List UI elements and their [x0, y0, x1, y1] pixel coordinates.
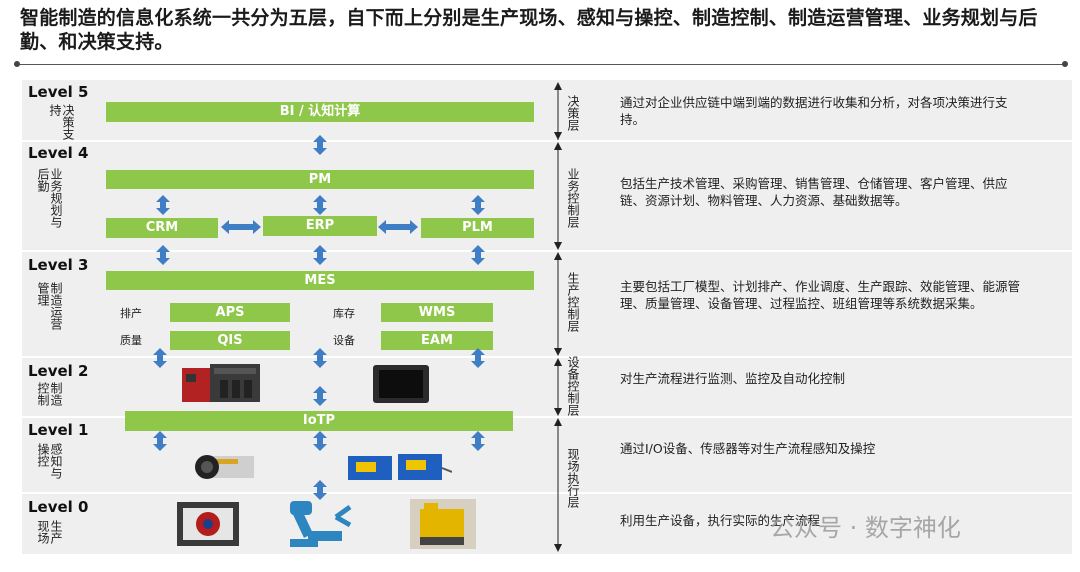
pm-bar: PM [106, 170, 534, 189]
industrial-camera-icon [195, 455, 254, 479]
level4-label: Level 4 [28, 144, 89, 162]
robot-arm-icon [290, 501, 352, 547]
iotp-bar: IoTP [125, 411, 513, 431]
paichan-label: 排产 [120, 307, 142, 320]
arrow-pm-erp [313, 195, 327, 215]
level4-cn-label: 业务规划与后勤 [36, 168, 63, 228]
agv-vehicle-icon [410, 499, 476, 549]
bi-bar: BI / 认知计算 [106, 102, 534, 122]
qis-bar: QIS [170, 331, 290, 350]
machine-tool-icon [177, 502, 239, 546]
divider-dot-left [14, 61, 20, 67]
level2-label: Level 2 [28, 362, 89, 380]
arrow-plm-mes [471, 245, 485, 265]
layer-label-field: 现场执行层 [566, 448, 580, 508]
arrow-iotp-l1-right [471, 431, 485, 451]
arrow-mes-l2-right [471, 348, 485, 368]
level5-label: Level 5 [28, 83, 89, 101]
title-divider [14, 64, 1066, 65]
zhiliang-label: 质量 [120, 334, 142, 347]
mes-bar: MES [106, 271, 534, 290]
hmi-screen-icon [373, 365, 429, 403]
level1-cn-label: 感知与操控 [36, 443, 63, 479]
aps-bar: APS [170, 303, 290, 322]
level1-label: Level 1 [28, 421, 89, 439]
arrow-pm-plm [471, 195, 485, 215]
level2-cn-label: 制造控制 [36, 382, 63, 406]
arrow-bi-pm [313, 135, 327, 155]
level5-desc: 通过对企业供应链中端到端的数据进行收集和分析，对各项决策进行支持。 [620, 95, 1008, 127]
level5-cn-label: 决策支持 [48, 104, 75, 140]
arrow-l2-iotp [313, 386, 327, 406]
level3-desc: 主要包括工厂模型、计划排产、作业调度、生产跟踪、效能管理、能源管理、质量管理、设… [620, 279, 1021, 311]
arrow-mes-l2-mid [313, 348, 327, 368]
watermark: 公众号 · 数字神化 [770, 514, 961, 542]
layer-label-business: 业务控制层 [566, 168, 580, 228]
eam-bar: EAM [381, 331, 493, 350]
arrow-iotp-l1-left [153, 431, 167, 451]
level1-desc: 通过I/O设备、传感器等对生产流程感知及操控 [620, 441, 876, 456]
arrow-crm-mes [156, 245, 170, 265]
wms-bar: WMS [381, 303, 493, 322]
crm-bar: CRM [106, 218, 218, 238]
arrow-iotp-l1-mid [313, 431, 327, 451]
arrow-crm-erp [221, 220, 261, 234]
erp-bar: ERP [263, 216, 377, 236]
level0-label: Level 0 [28, 498, 89, 516]
level4-desc: 包括生产技术管理、采购管理、销售管理、仓储管理、客户管理、供应链、资源计划、物料… [620, 176, 1008, 208]
level3-cn-label: 制造运营管理 [36, 282, 63, 330]
layer-label-production: 生产控制层 [566, 272, 580, 332]
arrow-erp-plm [378, 220, 418, 234]
level3-label: Level 3 [28, 256, 89, 274]
arrow-mes-l2-left [153, 348, 167, 368]
plm-bar: PLM [421, 218, 534, 238]
plc-controller-icon [182, 364, 260, 402]
barcode-scanner-icon [348, 454, 452, 480]
arrow-pm-crm [156, 195, 170, 215]
arrow-erp-mes [313, 245, 327, 265]
level0-desc: 利用生产设备，执行实际的生产流程 [620, 513, 821, 528]
level0-cn-label: 生产现场 [36, 520, 63, 544]
level2-desc: 对生产流程进行监测、监控及自动化控制 [620, 371, 846, 386]
page-title: 智能制造的信息化系统一共分为五层，自下而上分别是生产现场、感知与操控、制造控制、… [20, 7, 1038, 53]
layer-label-decision: 决策层 [566, 95, 580, 131]
layer-label-equipment: 设备控制层 [566, 356, 580, 416]
shebei-label: 设备 [333, 334, 355, 347]
kucun-label: 库存 [333, 307, 355, 320]
divider-dot-right [1062, 61, 1068, 67]
